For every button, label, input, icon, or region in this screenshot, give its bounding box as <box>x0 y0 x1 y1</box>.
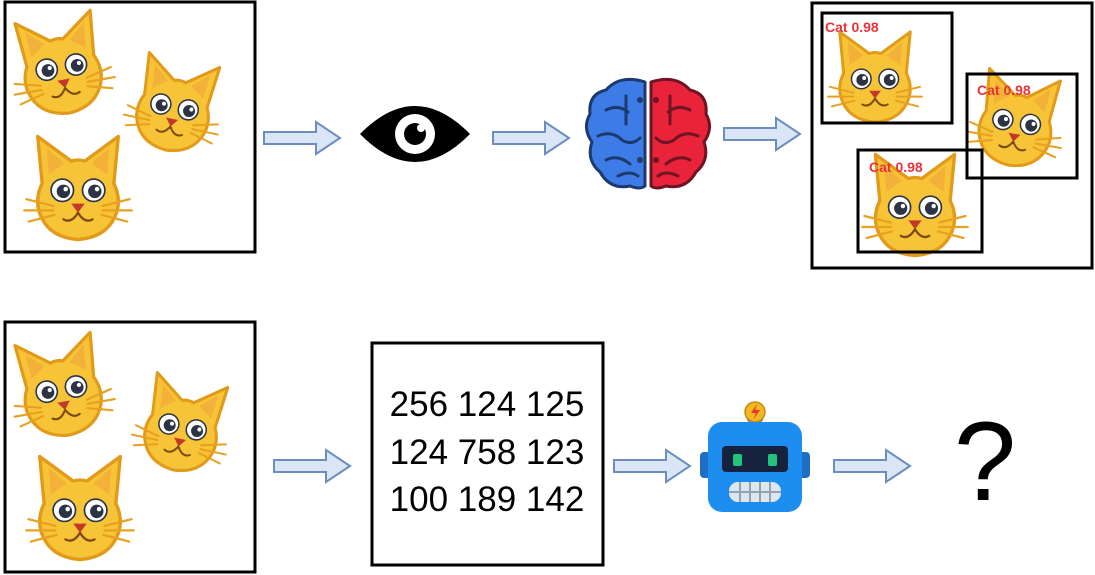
detection-label: Cat 0.98 <box>825 19 879 35</box>
brain-icon <box>585 77 711 190</box>
robot-icon <box>700 401 810 512</box>
arrow-right-icon <box>492 121 570 155</box>
arrow-right-icon <box>613 449 691 483</box>
input-image-panel-bottom <box>0 320 257 574</box>
question-mark: ? <box>954 399 1016 524</box>
eye-icon <box>360 106 470 162</box>
arrow-right-icon <box>263 121 341 155</box>
arrow-right-icon <box>723 117 801 151</box>
bounding-box <box>965 72 1079 180</box>
detection-output-panel: Cat 0.98 Cat 0.98 Cat 0.98 <box>810 1 1094 270</box>
pixel-matrix-panel: 256 124 125 124 758 123 100 189 142 <box>370 341 605 567</box>
matrix-row: 256 124 125 <box>390 385 585 424</box>
detection-label: Cat 0.98 <box>869 159 923 175</box>
input-image-panel-top <box>0 0 257 254</box>
bounding-box <box>820 11 954 125</box>
matrix-row: 100 189 142 <box>390 480 585 519</box>
bounding-box <box>856 148 984 254</box>
arrow-right-icon <box>273 449 351 483</box>
matrix-row: 124 758 123 <box>390 433 585 472</box>
detection-label: Cat 0.98 <box>977 82 1031 98</box>
arrow-right-icon <box>833 449 911 483</box>
